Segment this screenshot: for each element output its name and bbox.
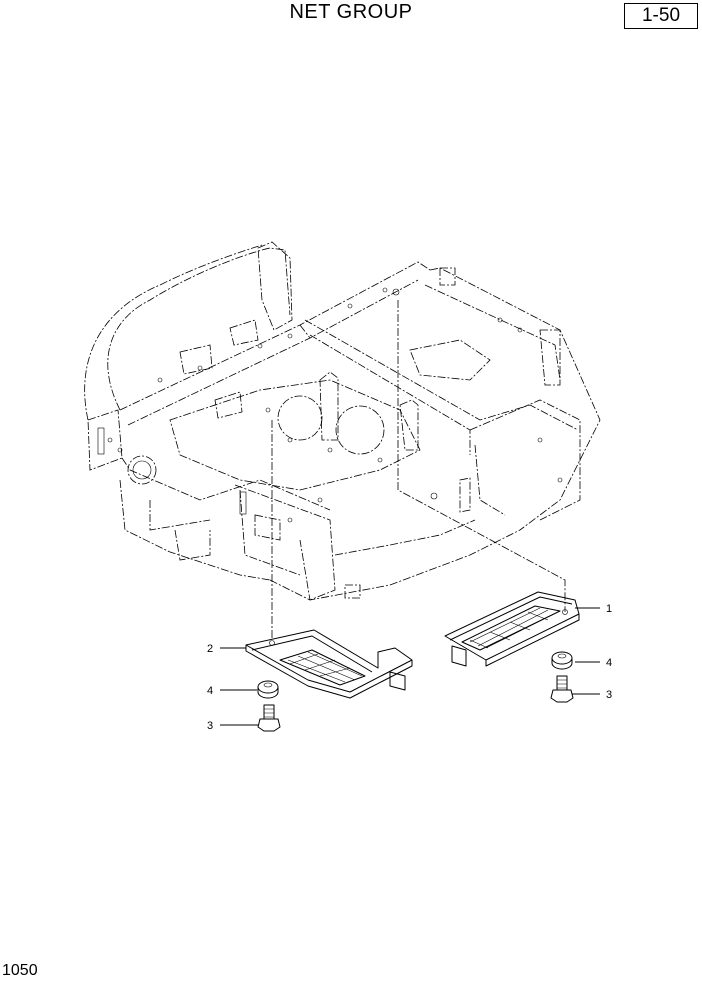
callout-4-right: 4 [606, 657, 612, 669]
callout-4-left: 4 [207, 685, 213, 697]
page-title: NET GROUP [289, 1, 413, 23]
page-number: 1050 [2, 962, 38, 979]
bolt-right [550, 675, 574, 703]
net-cover-right [444, 591, 580, 667]
page-code-box: 1-50 [624, 3, 698, 29]
callout-2: 2 [207, 643, 213, 655]
washer-left [257, 680, 279, 699]
callout-3-right: 3 [606, 689, 612, 701]
callout-1: 1 [606, 603, 612, 615]
leader-lines [220, 607, 600, 726]
bolt-left [257, 704, 281, 732]
callout-3-left: 3 [207, 720, 213, 732]
upper-frame-drawing [84, 241, 601, 640]
washer-right [551, 651, 573, 670]
net-cover-left [245, 629, 413, 699]
